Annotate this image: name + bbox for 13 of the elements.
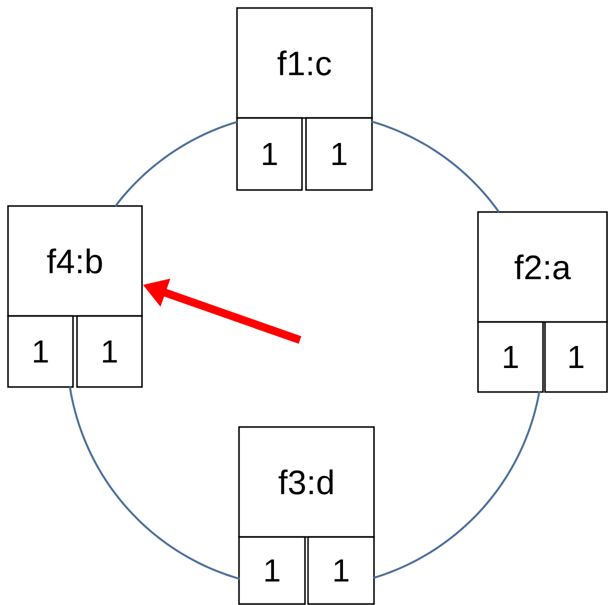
value-cell: 1	[477, 321, 544, 393]
value-cell: 1	[307, 536, 375, 605]
ring-arc	[372, 120, 500, 213]
value-cell: 1	[7, 315, 74, 388]
ring-arc	[68, 386, 240, 580]
ring-arc	[114, 120, 238, 207]
title-box: f2:a	[477, 211, 608, 323]
value-cell: 1	[236, 117, 303, 191]
value-cell: 1	[305, 117, 373, 191]
value-cell: 1	[544, 321, 608, 393]
value-cell: 1	[76, 315, 143, 388]
ring-arc	[373, 392, 540, 579]
value-cell: 1	[238, 536, 306, 605]
